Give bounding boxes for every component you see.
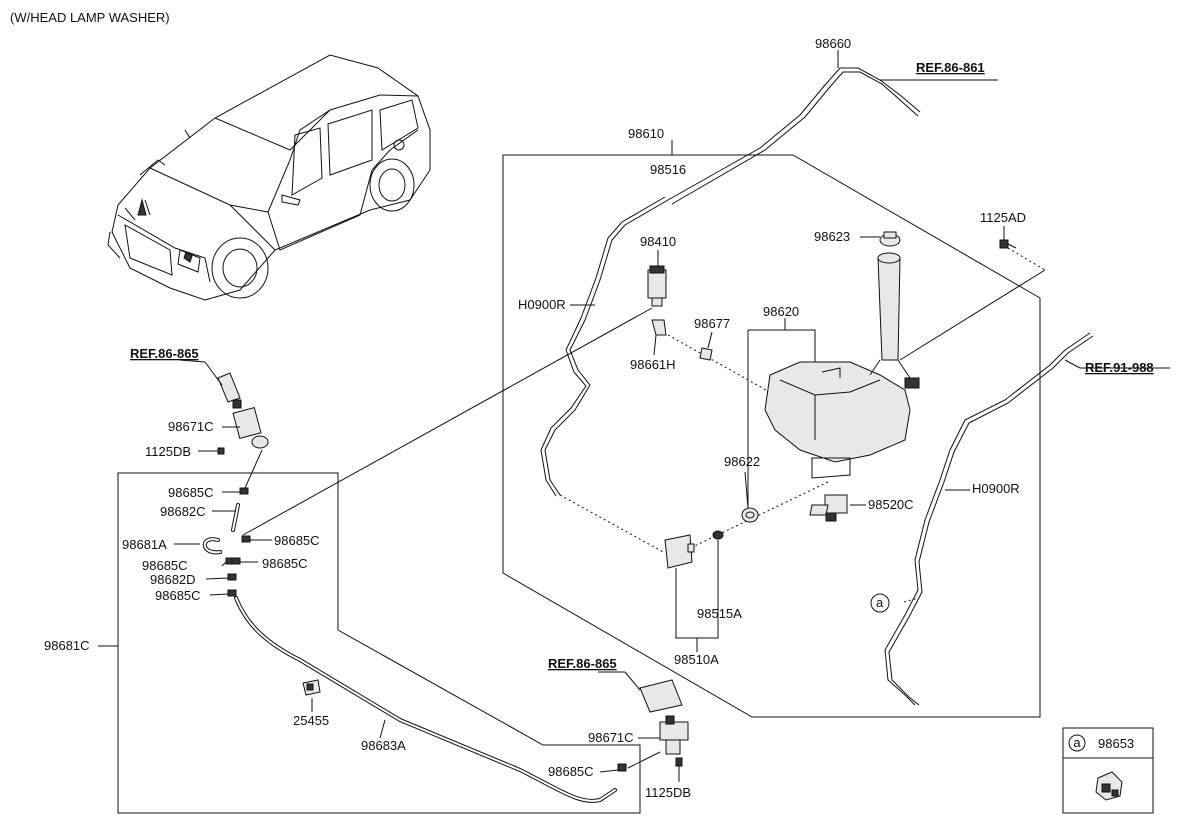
- legend-clip-icon: [1095, 771, 1123, 801]
- label-98620: 98620: [763, 304, 799, 319]
- reservoir-assembly-boundary: [502, 154, 1041, 718]
- label-98685c-3: 98685C: [142, 558, 188, 573]
- headlamp-washer-boundary: [117, 472, 641, 814]
- bolt-1125db-bottom: [675, 757, 683, 767]
- label-h0900r-left: H0900R: [518, 297, 566, 312]
- label-98677: 98677: [694, 316, 730, 331]
- label-98623: 98623: [814, 229, 850, 244]
- label-98520c: 98520C: [868, 497, 914, 512]
- label-98661h: 98661H: [630, 357, 676, 372]
- label-1125ad: 1125AD: [980, 210, 1026, 225]
- label-98622: 98622: [724, 454, 760, 469]
- label-1125db-bottom: 1125DB: [645, 785, 691, 800]
- label-98683a: 98683A: [361, 738, 406, 753]
- ref-86-861: REF.86-861: [916, 60, 985, 75]
- label-1125db-top: 1125DB: [145, 444, 191, 459]
- pump-motor-98510a: [664, 534, 695, 569]
- label-98685c-6: 98685C: [548, 764, 594, 779]
- label-98660: 98660: [815, 36, 851, 51]
- legend-box: a 98653: [1062, 727, 1154, 814]
- reservoir-cap: [879, 231, 901, 247]
- label-h0900r-right: H0900R: [972, 481, 1020, 496]
- label-98685c-2: 98685C: [274, 533, 320, 548]
- nozzle-98671c-bottom: [659, 715, 689, 755]
- label-98515a: 98515A: [697, 606, 742, 621]
- bolt-1125db-top: [217, 447, 225, 455]
- label-98685c-5: 98685C: [155, 588, 201, 603]
- bolt-1125ad: [999, 239, 1017, 249]
- vehicle-illustration: [107, 54, 431, 301]
- label-callout-a: a: [876, 595, 884, 610]
- label-98685c-1: 98685C: [168, 485, 214, 500]
- elbow-98661h: [651, 319, 667, 336]
- legend-marker: a: [1073, 735, 1081, 750]
- grommet-98677: [699, 347, 713, 361]
- legend-part: 98653: [1098, 736, 1134, 751]
- label-98610: 98610: [628, 126, 664, 141]
- label-98685c-4: 98685C: [262, 556, 308, 571]
- diagram-title: (W/HEAD LAMP WASHER): [10, 10, 170, 25]
- label-98671c-bottom: 98671C: [588, 730, 634, 745]
- ref-91-988: REF.91-988: [1085, 360, 1154, 375]
- nozzle-98671c-top: [232, 399, 269, 449]
- label-98682d: 98682D: [150, 572, 196, 587]
- label-98410: 98410: [640, 234, 676, 249]
- label-98681a: 98681A: [122, 537, 167, 552]
- ref-86-865-bottom: REF.86-865: [548, 656, 617, 671]
- washer-pump-98410: [647, 265, 667, 307]
- nozzle-cover-bottom: [639, 679, 683, 713]
- label-98516: 98516: [650, 162, 686, 177]
- ref-86-865-top: REF.86-865: [130, 346, 199, 361]
- label-98671c-top: 98671C: [168, 419, 214, 434]
- label-98510a: 98510A: [674, 652, 719, 667]
- grommet-98622: [741, 507, 759, 523]
- label-25455: 25455: [293, 713, 329, 728]
- label-98681c: 98681C: [44, 638, 90, 653]
- level-sensor-98520c: [809, 494, 848, 522]
- clamp-98685c-bottom: [617, 763, 627, 772]
- washer-reservoir-tank: [764, 252, 920, 479]
- nozzle-cover-top: [217, 372, 241, 403]
- callout-a-marker: [870, 593, 890, 613]
- grommet-98515a: [712, 530, 724, 540]
- clip-25455: [302, 679, 321, 696]
- label-98682c: 98682C: [160, 504, 206, 519]
